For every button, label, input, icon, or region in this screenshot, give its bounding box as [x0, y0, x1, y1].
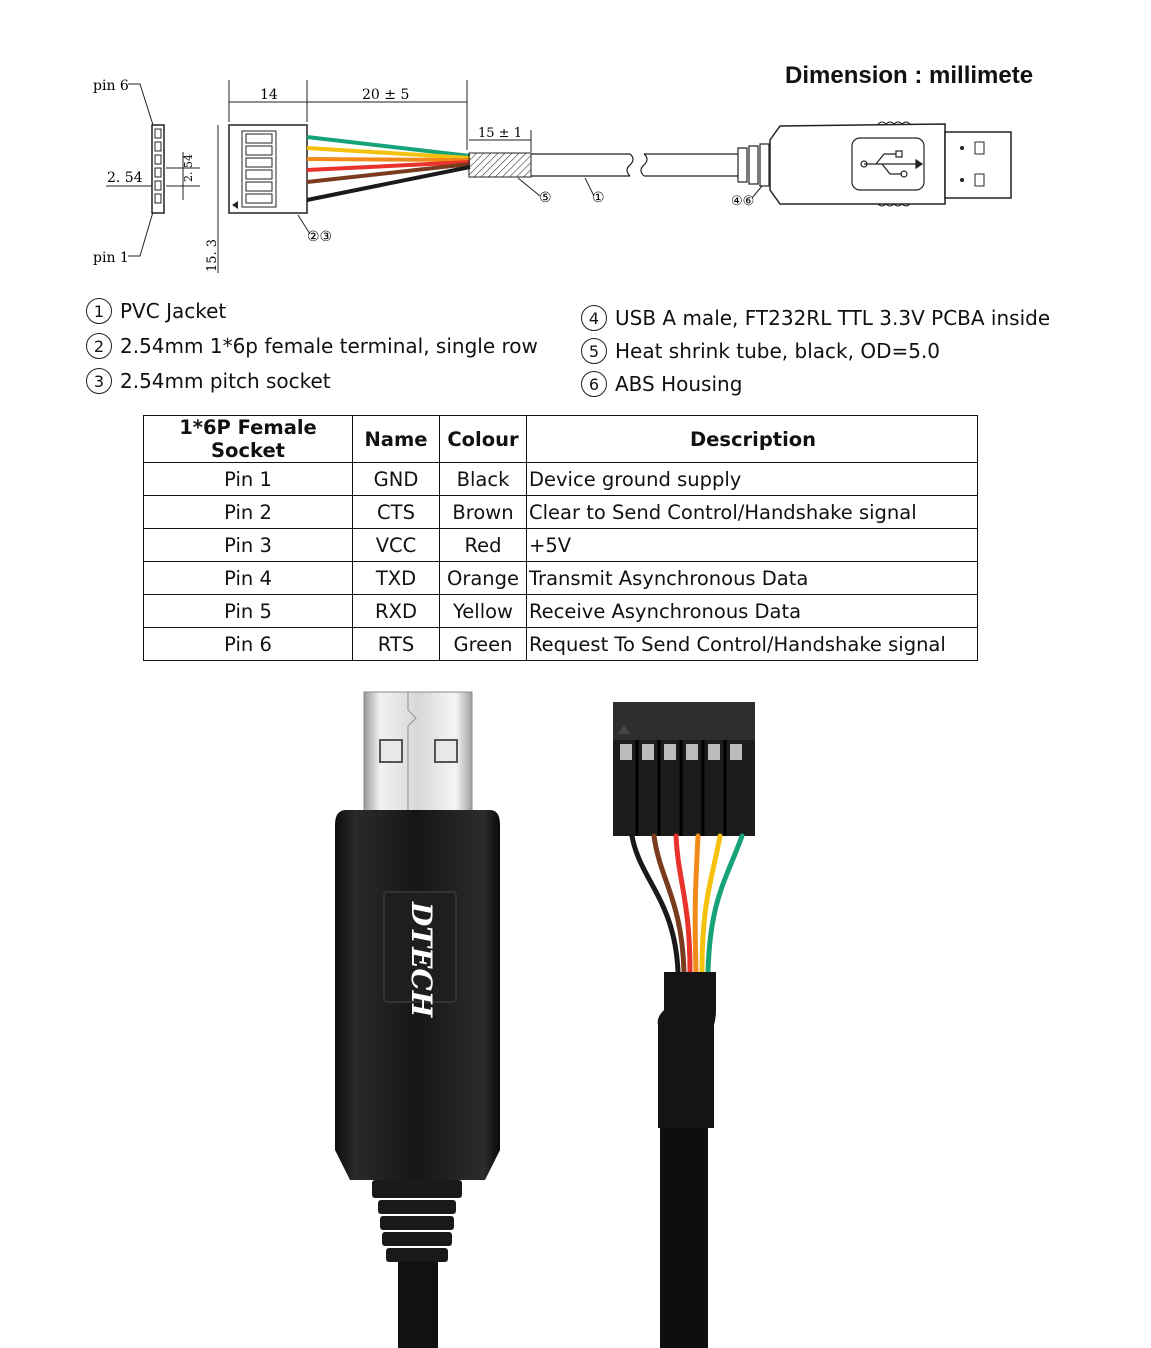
brand-logo: DTECH	[405, 901, 438, 1019]
dimension-title: Dimension : millimete	[785, 62, 1034, 89]
cell-name: TXD	[352, 561, 440, 595]
cell-name: VCC	[352, 528, 440, 562]
table-row: Pin 4 TXD Orange Transmit Asynchronous D…	[143, 561, 978, 595]
cell-pin: Pin 1	[143, 462, 353, 496]
legend-num: 5	[581, 338, 607, 364]
legend-text: 2.54mm pitch socket	[120, 369, 331, 393]
pin1-label: pin 1	[93, 250, 129, 266]
legend-item-5: 5 Heat shrink tube, black, OD=5.0	[581, 336, 1050, 366]
legend-num: 4	[581, 305, 607, 331]
dim-14-label: 14	[260, 87, 278, 103]
cell-description: Request To Send Control/Handshake signal	[526, 627, 978, 661]
cell-colour: Green	[439, 627, 527, 661]
dimension-drawing: pin 6 pin 1 2. 54 2. 54 15. 3 14 20 ± 5	[93, 78, 1012, 273]
legend-num: 3	[86, 368, 112, 394]
cell-pin: Pin 6	[143, 627, 353, 661]
legend-item-1: 1 PVC Jacket	[86, 296, 538, 326]
legend-text: Heat shrink tube, black, OD=5.0	[615, 339, 941, 363]
legend-item-4: 4 USB A male, FT232RL TTL 3.3V PCBA insi…	[581, 303, 1050, 333]
cell-pin: Pin 5	[143, 594, 353, 628]
cell-colour: Orange	[439, 561, 527, 595]
cell-pin: Pin 2	[143, 495, 353, 529]
legend-text: ABS Housing	[615, 372, 743, 396]
cell-colour: Black	[439, 462, 527, 496]
callout-4-6: ④⑥	[731, 194, 754, 209]
legend-left: 1 PVC Jacket 2 2.54mm 1*6p female termin…	[86, 296, 538, 396]
cell-description: Clear to Send Control/Handshake signal	[526, 495, 978, 529]
cell-description: Transmit Asynchronous Data	[526, 561, 978, 595]
pitch-label: 2. 54	[107, 170, 143, 186]
callout-2-3: ②③	[307, 229, 332, 245]
cell-name: RXD	[352, 594, 440, 628]
table-row: Pin 2 CTS Brown Clear to Send Control/Ha…	[143, 495, 978, 529]
legend-num: 2	[86, 333, 112, 359]
table-row: Pin 6 RTS Green Request To Send Control/…	[143, 627, 978, 661]
header-description: Description	[526, 415, 978, 463]
cell-name: RTS	[352, 627, 440, 661]
cell-description: +5V	[526, 528, 978, 562]
legend-item-6: 6 ABS Housing	[581, 369, 1050, 399]
height-label: 15. 3	[205, 239, 220, 272]
table-header-row: 1*6P Female Socket Name Colour Descripti…	[143, 415, 978, 463]
legend-num: 6	[581, 371, 607, 397]
legend-right: 4 USB A male, FT232RL TTL 3.3V PCBA insi…	[581, 303, 1050, 399]
cell-name: GND	[352, 462, 440, 496]
callout-1: ①	[592, 190, 605, 206]
legend-text: USB A male, FT232RL TTL 3.3V PCBA inside	[615, 306, 1051, 330]
legend-text: 2.54mm 1*6p female terminal, single row	[120, 334, 538, 358]
legend-item-3: 3 2.54mm pitch socket	[86, 366, 538, 396]
dim-20-label: 20 ± 5	[362, 87, 409, 103]
cell-description: Receive Asynchronous Data	[526, 594, 978, 628]
header-socket: 1*6P Female Socket	[143, 415, 353, 463]
header-colour: Colour	[439, 415, 527, 463]
cell-description: Device ground supply	[526, 462, 978, 496]
cell-pin: Pin 4	[143, 561, 353, 595]
legend-text: PVC Jacket	[120, 299, 227, 323]
header-name: Name	[352, 415, 440, 463]
dim-15-label: 15 ± 1	[478, 126, 522, 141]
cell-colour: Red	[439, 528, 527, 562]
legend-item-2: 2 2.54mm 1*6p female terminal, single ro…	[86, 331, 538, 361]
callout-5: ⑤	[539, 190, 552, 206]
table-row: Pin 5 RXD Yellow Receive Asynchronous Da…	[143, 594, 978, 628]
cell-colour: Brown	[439, 495, 527, 529]
cell-pin: Pin 3	[143, 528, 353, 562]
legend-num: 1	[86, 298, 112, 324]
cell-colour: Yellow	[439, 594, 527, 628]
table-row: Pin 3 VCC Red +5V	[143, 528, 978, 562]
product-illustration: DTECH	[335, 691, 755, 1348]
table-row: Pin 1 GND Black Device ground supply	[143, 462, 978, 496]
pin6-label: pin 6	[93, 78, 129, 94]
pin-table: 1*6P Female Socket Name Colour Descripti…	[143, 415, 978, 661]
cell-name: CTS	[352, 495, 440, 529]
